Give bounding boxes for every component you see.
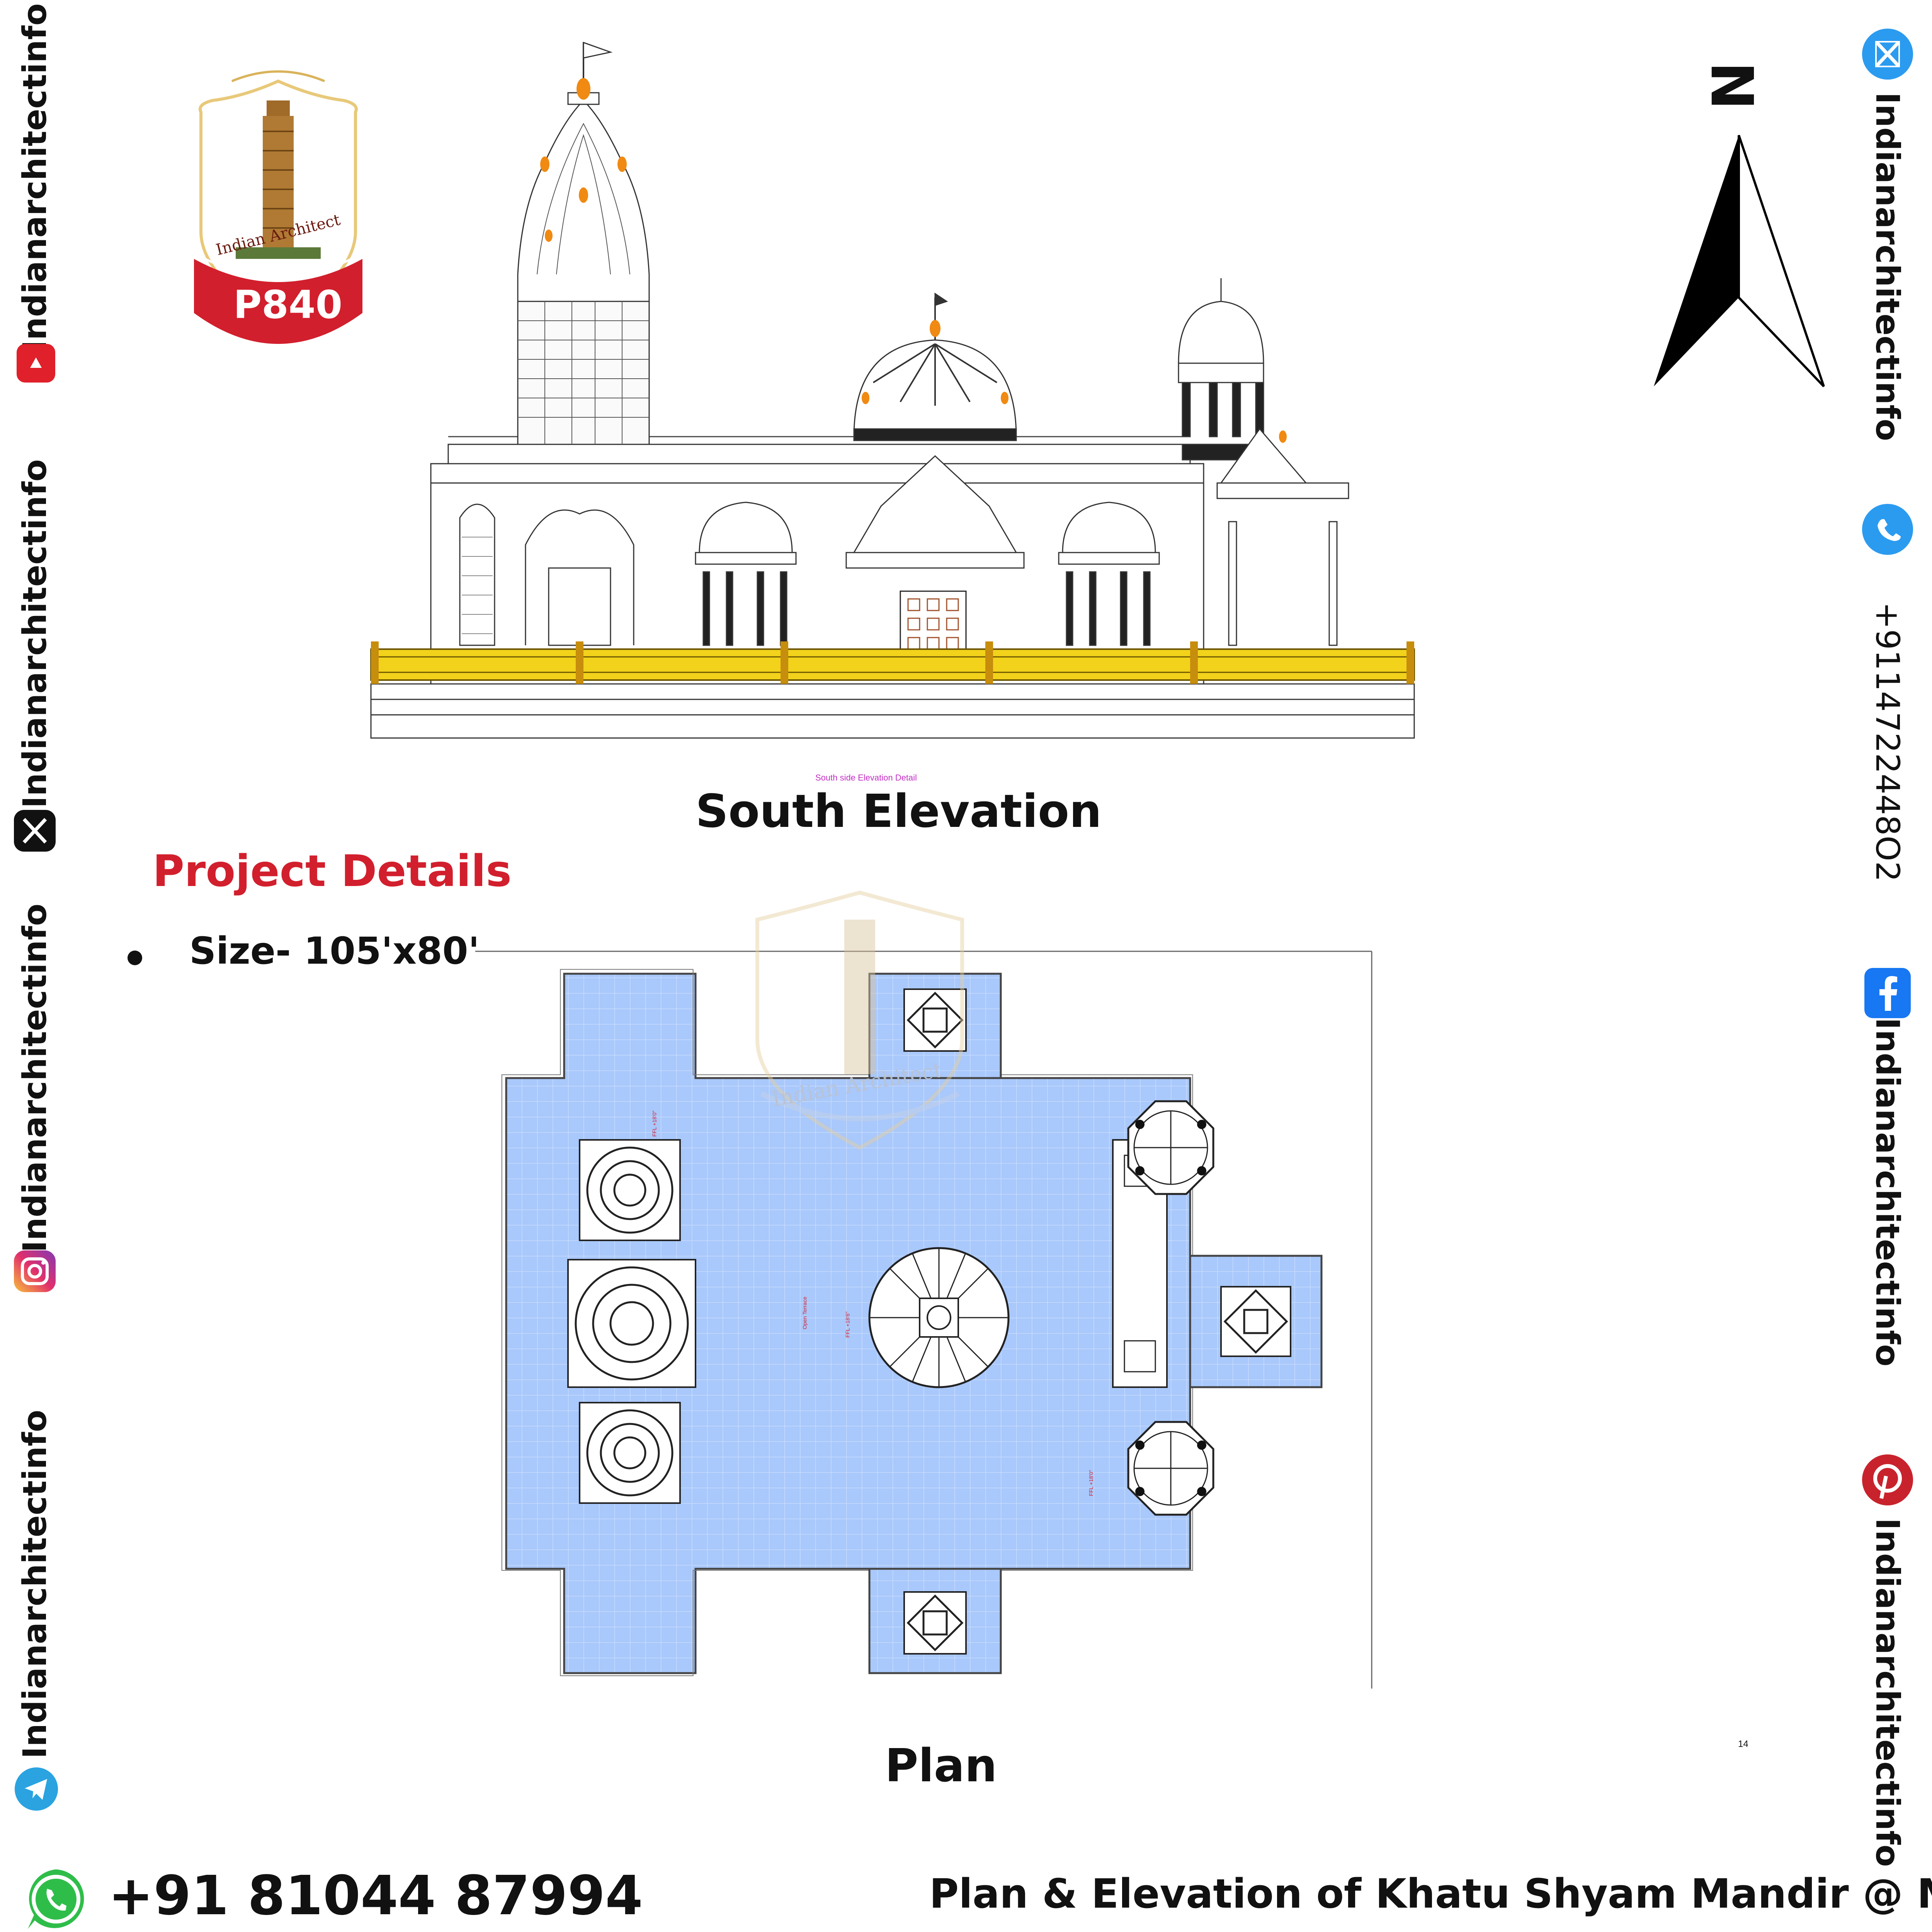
x-icon[interactable] — [12, 808, 58, 854]
size-bullet — [128, 951, 142, 965]
project-size: Size- 105'x80' — [189, 929, 480, 973]
logo-code: P840 — [233, 282, 343, 327]
instagram-icon[interactable] — [12, 1248, 58, 1294]
north-label: N — [1697, 61, 1765, 110]
plan-drawing — [475, 951, 1372, 1689]
project-details-heading: Project Details — [153, 846, 512, 896]
left-handle-1: Indianarchitectinfo — [16, 3, 54, 352]
right-handle-2: Indianarchitectinfo — [1869, 1017, 1906, 1367]
footer-title: Plan & Elevation of Khatu Shyam Mandir @… — [929, 1870, 1932, 1917]
page-number: 14 — [1738, 1739, 1748, 1749]
south-elevation-drawing — [370, 41, 1415, 739]
plan-ffl-2: FFL +18'6" — [844, 1311, 851, 1338]
left-handle-3: Indianarchitectinfo — [16, 903, 54, 1253]
pinterest-icon[interactable] — [1861, 1453, 1915, 1507]
plan-terrace-label: Open Terrace — [801, 1296, 808, 1330]
left-handle-2: Indianarchitectinfo — [16, 459, 54, 808]
elevation-title: South Elevation — [696, 784, 1102, 838]
watermark-logo — [755, 890, 964, 1150]
telegram-icon[interactable] — [13, 1766, 60, 1812]
elevation-caption: South side Elevation Detail — [815, 773, 917, 782]
plan-title: Plan — [885, 1739, 997, 1792]
right-phone-vertical: +9114722448O2 — [1869, 602, 1906, 882]
x-icon-right[interactable] — [1861, 27, 1915, 81]
plan-ffl-1: FFL +18'0" — [651, 1111, 658, 1137]
facebook-icon[interactable] — [1862, 966, 1913, 1020]
right-handle-3: Indianarchitectinfo — [1869, 1518, 1906, 1867]
whatsapp-icon[interactable] — [23, 1866, 89, 1932]
phone-icon[interactable] — [1861, 502, 1915, 556]
indian-architect-logo — [194, 70, 362, 344]
left-handle-4: Indianarchitectinfo — [16, 1410, 54, 1759]
right-handle-1: Indianarchitectinfo — [1869, 92, 1906, 441]
youtube-icon[interactable] — [15, 340, 57, 386]
whatsapp-number[interactable]: +91 81044 87994 — [108, 1864, 643, 1927]
north-arrow-icon — [1654, 135, 1825, 388]
plan-ffl-3: FFL +18'0" — [1088, 1470, 1094, 1496]
